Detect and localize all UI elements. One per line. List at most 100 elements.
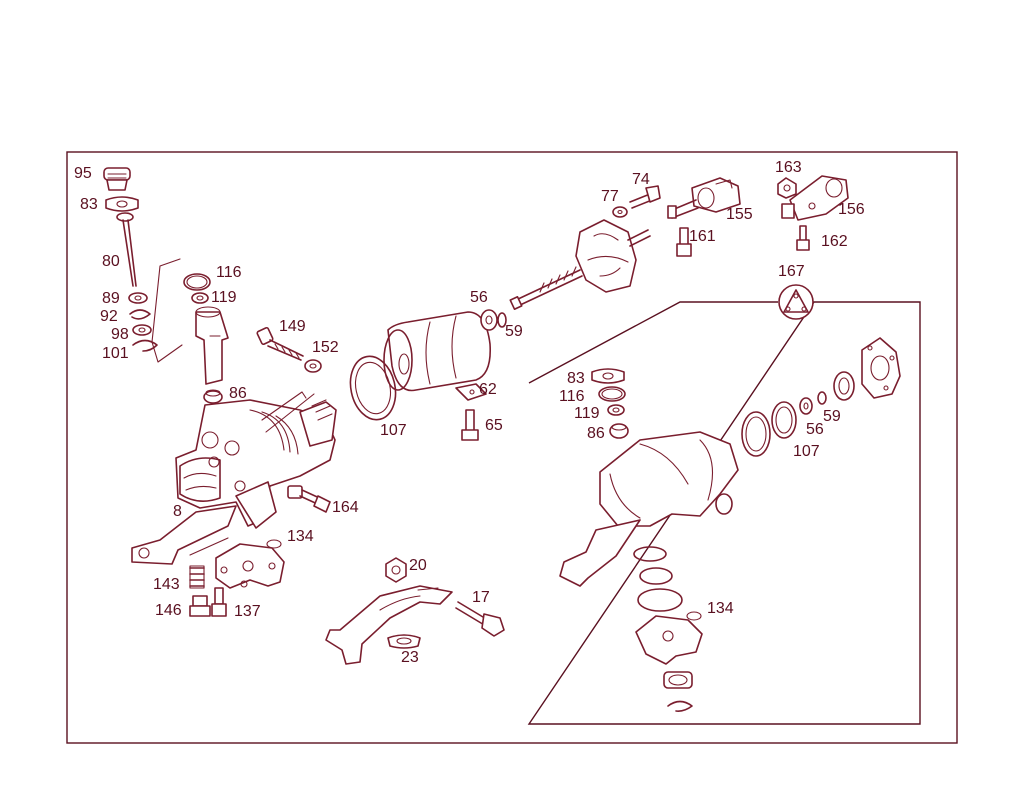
label-74: 74: [632, 171, 650, 188]
label-119-inset: 119: [574, 405, 600, 422]
bolt-17: [455, 601, 505, 637]
label-107-inset: 107: [793, 443, 820, 460]
washer-56-top: [480, 309, 498, 331]
label-107-left: 107: [380, 422, 407, 439]
o-ring-119-inset: [607, 404, 625, 416]
label-156: 156: [838, 201, 865, 218]
o-ring-119: [191, 292, 209, 304]
label-59-top: 59: [505, 323, 523, 340]
valve-stem-part: [195, 306, 229, 385]
worm-shaft-part: [509, 266, 583, 311]
o-ring-116: [183, 273, 211, 291]
nut-20: [385, 557, 407, 583]
o-ring-inset-2: [639, 567, 673, 585]
pitman-bracket-line: [189, 537, 229, 556]
plug-86-left: [203, 389, 223, 404]
circlip-inset: [667, 700, 693, 712]
diagram-frame: [66, 151, 958, 744]
label-56-top: 56: [470, 289, 488, 306]
bushing-inset: [833, 371, 855, 401]
label-95: 95: [74, 165, 92, 182]
group-bracket-left: [151, 258, 183, 363]
label-86-inset: 86: [587, 425, 605, 442]
label-83-left: 83: [80, 196, 98, 213]
label-77: 77: [601, 188, 619, 205]
washer-77: [612, 206, 628, 218]
label-56-inset: 56: [806, 421, 824, 438]
dipstick-rod-part: [116, 212, 137, 287]
ring-59-top: [497, 312, 507, 328]
retaining-ring-101: [132, 339, 158, 352]
ring-inset-a: [771, 401, 797, 439]
label-23: 23: [401, 649, 419, 666]
drag-link-23: [325, 585, 453, 665]
bolt-164: [287, 485, 331, 513]
washer-89: [128, 292, 148, 304]
bolt-162: [796, 225, 810, 251]
label-146: 146: [155, 602, 182, 619]
label-62: 62: [479, 381, 497, 398]
label-17: 17: [472, 589, 490, 606]
cover-plate-inset: [861, 337, 901, 399]
washer-56-inset: [799, 397, 813, 415]
plug-86-inset: [609, 423, 629, 439]
plug-146: [189, 595, 211, 617]
label-116-inset: 116: [559, 388, 585, 405]
gasket-part: [105, 196, 139, 212]
label-101: 101: [102, 345, 129, 362]
bolt-161: [676, 227, 692, 257]
washer-98: [132, 324, 152, 336]
side-cover-134-inset: [635, 611, 703, 665]
label-119-left: 119: [211, 289, 237, 306]
label-161: 161: [689, 228, 716, 245]
bolt-149: [256, 326, 304, 361]
inset-detail-frame: [527, 301, 921, 725]
label-80: 80: [102, 253, 120, 270]
label-164: 164: [332, 499, 359, 516]
label-8: 8: [173, 503, 182, 520]
steering-gear-housing: [175, 391, 337, 529]
label-134-inset: 134: [707, 600, 734, 617]
ring-59-inset: [817, 391, 827, 405]
o-ring-inset-3: [637, 588, 683, 612]
label-116-left: 116: [216, 264, 242, 281]
label-98: 98: [111, 326, 129, 343]
nut-163: [777, 177, 797, 199]
spring-143: [189, 565, 205, 589]
label-20: 20: [409, 557, 427, 574]
filler-cap-part: [103, 167, 131, 191]
label-137: 137: [234, 603, 261, 620]
washer-152: [304, 359, 322, 373]
gasket-83-inset: [591, 368, 625, 384]
label-149: 149: [279, 318, 306, 335]
bolt-65: [461, 409, 479, 441]
label-86-left: 86: [229, 385, 247, 402]
label-163: 163: [775, 159, 802, 176]
steering-gear-housing-inset: [559, 431, 739, 587]
label-162: 162: [821, 233, 848, 250]
universal-joint-155: [667, 177, 741, 219]
label-92: 92: [100, 308, 118, 325]
o-ring-inset-1: [633, 546, 667, 562]
universal-joint-156: [781, 175, 849, 221]
bolt-137: [211, 587, 227, 617]
label-167: 167: [778, 263, 805, 280]
label-143: 143: [153, 576, 180, 593]
label-152: 152: [312, 339, 339, 356]
label-59-inset: 59: [823, 408, 841, 425]
piston-cylinder-part: [383, 311, 492, 392]
side-cover-134-left: [215, 539, 285, 589]
label-83-inset: 83: [567, 370, 585, 387]
label-134-left: 134: [287, 528, 314, 545]
label-89: 89: [102, 290, 120, 307]
seal-ring-107-inset: [741, 411, 771, 457]
detail-badge-167: [778, 284, 814, 320]
seal-inset: [663, 671, 693, 689]
pitman-arm-8: [131, 505, 237, 565]
o-ring-116-inset: [598, 386, 626, 402]
circlip-92: [129, 309, 151, 320]
washer-23: [387, 634, 421, 649]
label-65: 65: [485, 417, 503, 434]
clip-62: [455, 383, 487, 401]
